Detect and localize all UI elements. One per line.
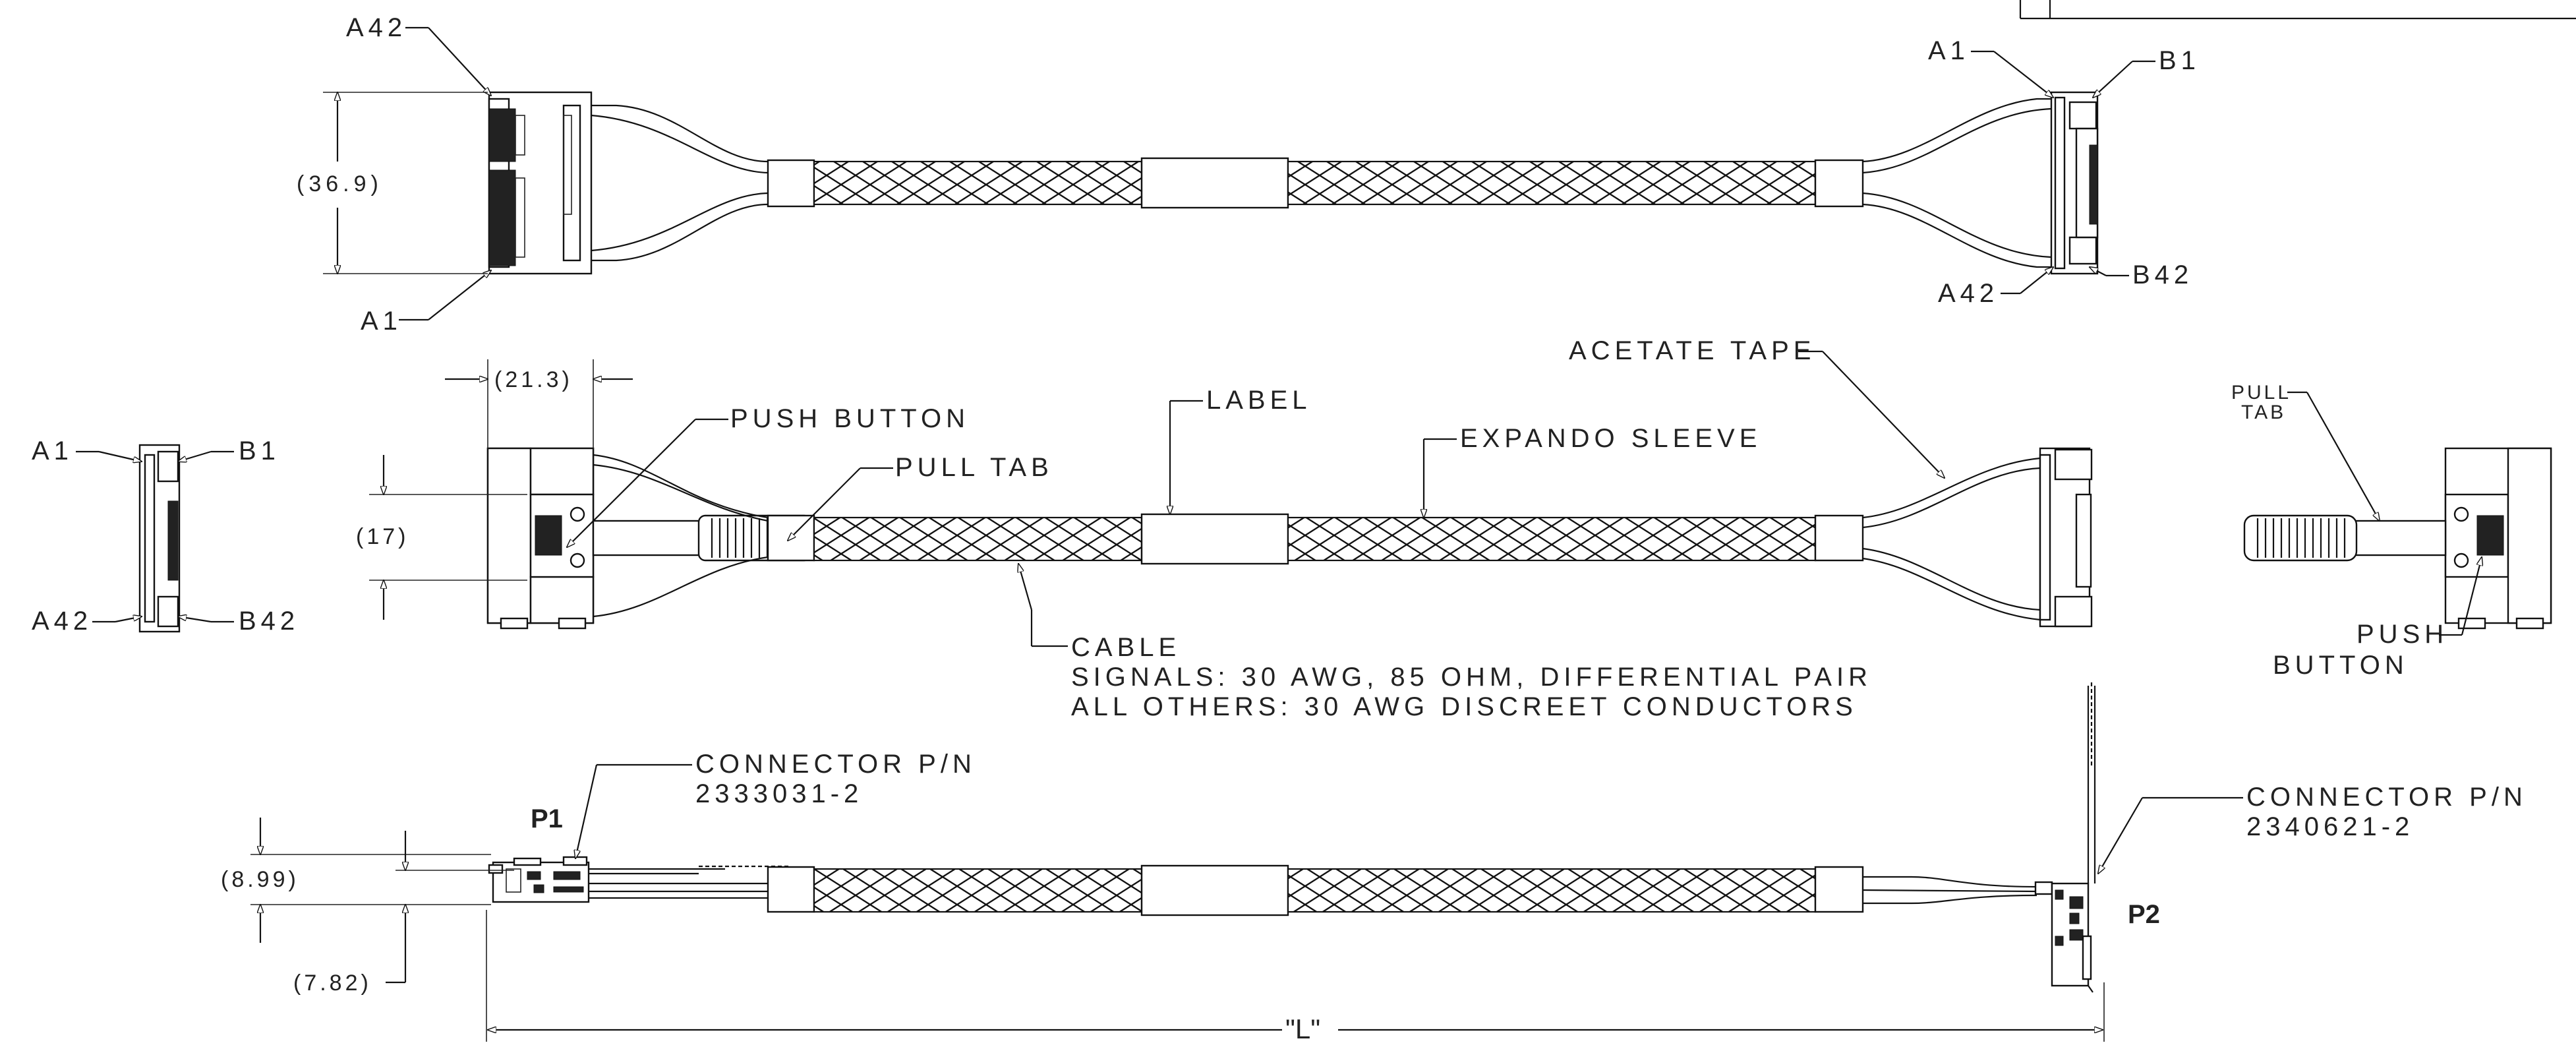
callout-right-push-button-2: BUTTON <box>2273 651 2409 680</box>
top-right-connector <box>2050 91 2099 275</box>
top-right-tape <box>1814 159 1864 208</box>
callout-b42-end: B42 <box>239 607 299 636</box>
side-right-wires <box>1862 876 2037 905</box>
side-view: CONNECTOR P/N 2333031-2 P1 CONNECTOR P/N… <box>221 682 2527 1044</box>
dim-17: (17) <box>356 524 409 549</box>
middle-right-fanout <box>1862 457 2041 621</box>
right-pull-tab-grip <box>2243 514 2358 562</box>
label-p1: P1 <box>531 804 563 833</box>
middle-right-connector <box>2039 447 2093 628</box>
cable-note-signals: SIGNALS: 30 AWG, 85 OHM, DIFFERENTIAL PA… <box>1071 663 1872 692</box>
cable-note-others: ALL OTHERS: 30 AWG DISCREET CONDUCTORS <box>1071 692 1858 721</box>
callout-connector-p2-line2: 2340621-2 <box>2246 812 2414 841</box>
middle-right-tape <box>1814 514 1864 562</box>
side-label <box>1140 864 1289 916</box>
top-left-fanout <box>591 104 769 262</box>
callout-pull-tab: PULL TAB <box>895 453 1053 482</box>
callout-right-pull-tab-2: TAB <box>2241 402 2286 423</box>
dim-21-3: (21.3) <box>494 367 573 392</box>
top-braid-left <box>813 160 1143 206</box>
label-p2: P2 <box>2128 900 2160 929</box>
side-right-tape <box>1814 866 1864 913</box>
callout-b42-top-right: B42 <box>2132 260 2193 289</box>
dim-8-99: (8.99) <box>221 867 299 892</box>
callout-a42-top-left: A42 <box>346 13 407 42</box>
callout-a1-end: A1 <box>32 436 73 465</box>
dim-length-l: "L" <box>1285 1013 1320 1044</box>
top-left-connector <box>488 91 593 275</box>
top-braid-right <box>1287 160 1817 206</box>
callout-connector-p1-line1: CONNECTOR P/N <box>695 750 976 779</box>
callout-b1-end: B1 <box>239 436 280 465</box>
right-side-connector <box>2444 447 2552 630</box>
callout-a1-top-left: A1 <box>361 307 402 336</box>
side-left-wires <box>589 868 768 899</box>
callout-b1-top-right: B1 <box>2159 46 2200 75</box>
callout-label: LABEL <box>1206 386 1312 415</box>
p2-pull-tab <box>2087 686 2096 883</box>
p2-connector <box>2034 881 2093 993</box>
side-left-tape <box>767 866 815 913</box>
middle-braid-right <box>1287 516 1817 562</box>
callout-connector-p2-line1: CONNECTOR P/N <box>2246 783 2527 812</box>
middle-left-connector <box>486 447 595 630</box>
middle-braid-left <box>813 516 1143 562</box>
top-view: A42 A1 A1 B1 A42 B42 (36.9) <box>297 13 2200 336</box>
middle-label <box>1140 513 1289 565</box>
end-view-connector <box>138 444 181 633</box>
callout-a42-end: A42 <box>32 607 92 636</box>
callout-right-push-button-1: PUSH <box>2356 620 2448 649</box>
callout-expando-sleeve: EXPANDO SLEEVE <box>1460 424 1761 453</box>
callout-a42-top-right: A42 <box>1938 279 1999 308</box>
callout-a1-top-right: A1 <box>1928 36 1970 65</box>
middle-view: A1 B1 A42 B42 <box>32 336 2552 721</box>
p1-connector <box>488 856 590 903</box>
top-right-fanout <box>1862 98 2052 268</box>
title-block-fragment <box>2019 0 2576 20</box>
cable-note-title: CABLE <box>1071 633 1181 662</box>
callout-right-pull-tab-1: PULL <box>2231 382 2291 404</box>
callout-connector-p1-line2: 2333031-2 <box>695 779 863 808</box>
dim-7-82: (7.82) <box>293 971 372 996</box>
callout-acetate-tape: ACETATE TAPE <box>1569 336 1815 365</box>
top-label <box>1140 157 1289 209</box>
side-braid-left <box>813 868 1143 913</box>
middle-left-fanout <box>593 454 769 618</box>
top-left-tape <box>767 159 815 208</box>
dim-36-9: (36.9) <box>297 171 383 196</box>
callout-push-button: PUSH BUTTON <box>730 404 970 433</box>
side-braid-right <box>1287 868 1817 913</box>
